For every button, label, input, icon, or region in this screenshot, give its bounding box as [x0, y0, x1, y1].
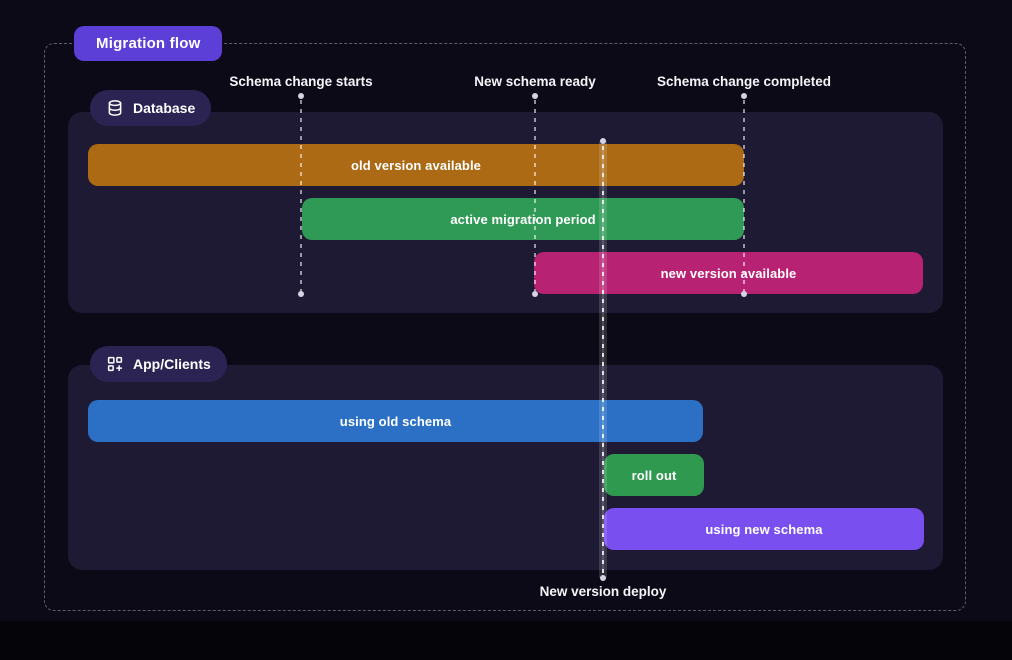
marker-dot-top — [532, 93, 538, 99]
marker-dot-top — [741, 93, 747, 99]
marker-label-new-schema-ready: New schema ready — [474, 74, 596, 89]
bar-using-old-schema: using old schema — [88, 400, 703, 442]
marker-label-new-version-deploy: New version deploy — [539, 584, 667, 599]
marker-label-schema-change-starts: Schema change starts — [229, 74, 373, 89]
database-icon — [106, 99, 124, 117]
marker-line-new-schema-ready — [534, 100, 536, 292]
marker-label-schema-change-completed: Schema change completed — [656, 74, 832, 89]
bar-new-version-available: new version available — [534, 252, 923, 294]
grid-plus-icon — [106, 355, 124, 373]
bar-using-new-schema: using new schema — [604, 508, 924, 550]
diagram-dashed-boundary — [44, 43, 966, 611]
app-clients-lane-badge: App/Clients — [90, 346, 227, 382]
marker-line-schema-change-completed — [743, 100, 745, 292]
marker-dot-bottom — [532, 291, 538, 297]
marker-dot-bottom — [741, 291, 747, 297]
marker-line-schema-change-starts — [300, 100, 302, 292]
database-lane-badge: Database — [90, 90, 212, 126]
bar-roll-out: roll out — [604, 454, 704, 496]
deploy-dot-top — [600, 138, 606, 144]
lane-label: App/Clients — [133, 356, 211, 372]
bar-active-migration-period: active migration period — [302, 198, 744, 240]
bottom-strip — [0, 621, 1012, 660]
title-badge: Migration flow — [74, 26, 223, 61]
marker-dot-top — [298, 93, 304, 99]
deploy-dot-bottom — [600, 575, 606, 581]
lane-label: Database — [133, 100, 196, 116]
bar-old-version-available: old version available — [88, 144, 744, 186]
marker-dot-bottom — [298, 291, 304, 297]
deploy-marker-line — [602, 146, 604, 573]
